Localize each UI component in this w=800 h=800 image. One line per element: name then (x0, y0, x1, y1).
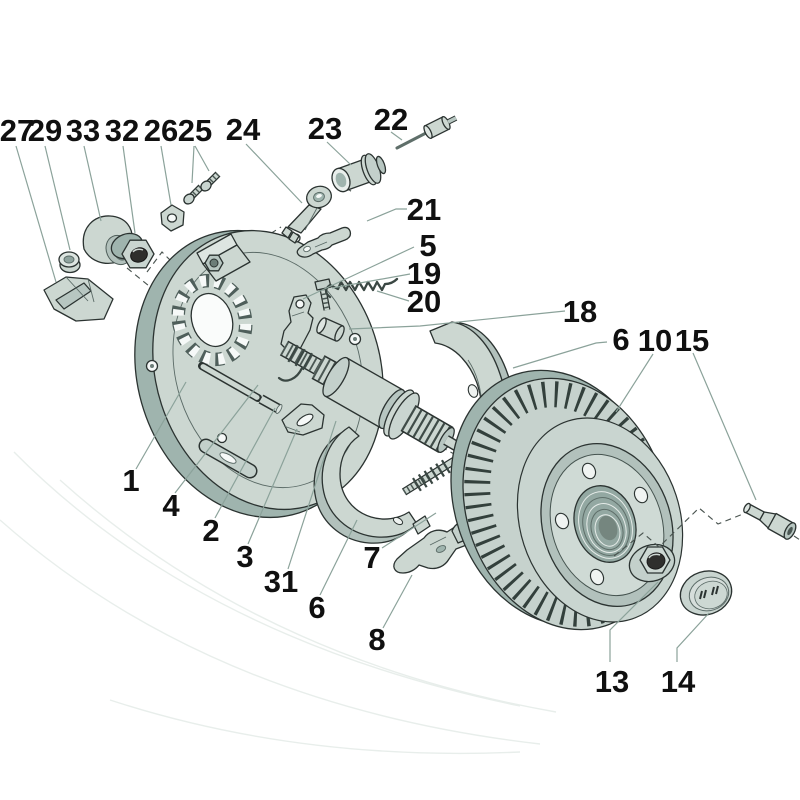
hub-axis-dashes (613, 507, 800, 557)
callout-19: 19 (407, 256, 441, 291)
clevis-pin-part-22 (395, 115, 458, 150)
callout-26: 26 (144, 113, 178, 148)
cap-logo-marks (699, 585, 719, 600)
wheel-bolt-part-15 (743, 502, 797, 540)
callout-33: 33 (66, 113, 100, 148)
callout-6-lower: 6 (308, 590, 325, 625)
callout-4: 4 (162, 488, 180, 523)
roller-pin-part-18 (316, 317, 345, 342)
callout-25: 25 (178, 113, 212, 148)
callout-20: 20 (407, 284, 441, 319)
callout-5: 5 (419, 228, 436, 263)
callout-7: 7 (363, 540, 380, 575)
leader-lines (15, 131, 757, 662)
callout-3: 3 (236, 539, 253, 574)
callout-31: 31 (264, 564, 298, 599)
expander-housing (202, 244, 251, 282)
spring-part-20 (324, 277, 399, 299)
cone-wedge-part-27 (43, 276, 114, 322)
screws-part-25 (183, 171, 221, 205)
callout-6-upper: 6 (612, 322, 629, 357)
latch-part-21 (296, 226, 352, 258)
bushing-part-29 (58, 251, 81, 274)
callout-labels: 27 29 33 32 26 25 24 23 22 21 5 19 20 18… (0, 102, 709, 699)
callout-32: 32 (105, 113, 139, 148)
callout-29: 29 (28, 113, 62, 148)
callout-15: 15 (675, 323, 709, 358)
callout-13: 13 (595, 664, 629, 699)
tie-rod-part-4 (198, 362, 262, 402)
callout-1: 1 (122, 463, 139, 498)
callout-22: 22 (374, 102, 408, 137)
brake-drum (450, 369, 684, 631)
sleeve-part-2 (258, 394, 283, 414)
flat-link-part-3 (281, 403, 325, 436)
flange-nut-part-13 (628, 543, 676, 583)
callout-23: 23 (308, 111, 342, 146)
callout-10: 10 (638, 323, 672, 358)
grease-cap-part-14 (679, 570, 733, 616)
callout-21: 21 (407, 192, 441, 227)
callout-14: 14 (661, 664, 696, 699)
retainer-plate-part-26 (160, 204, 185, 232)
sleeve-part-23 (331, 153, 387, 193)
callout-27: 27 (0, 113, 34, 148)
callout-8: 8 (368, 622, 385, 657)
callout-2: 2 (202, 513, 219, 548)
handbrake-lever-part-24 (281, 185, 332, 244)
hex-nut-part-32 (110, 232, 155, 269)
callout-18: 18 (563, 294, 597, 329)
callout-24: 24 (226, 112, 261, 147)
ghost-wheel-arcs (0, 451, 557, 755)
